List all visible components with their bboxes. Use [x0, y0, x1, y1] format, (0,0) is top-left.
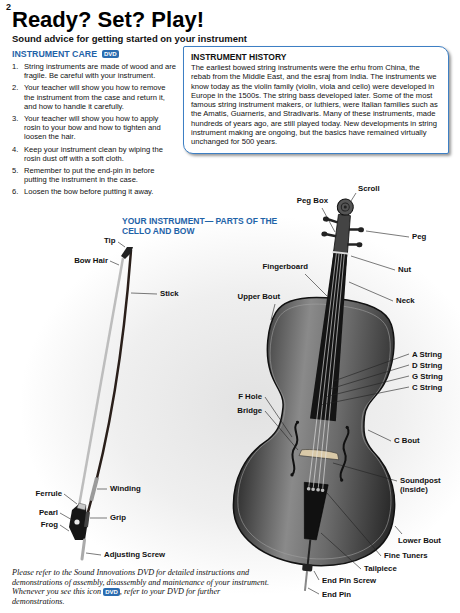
part-label: Peg — [412, 232, 426, 241]
string-label: C String — [412, 383, 442, 392]
part-label: Nut — [398, 265, 411, 274]
part-label: Bridge — [237, 406, 262, 415]
part-label: C Bout — [394, 436, 420, 445]
list-item: Your teacher will show you how to remove… — [24, 83, 176, 111]
part-label: Tailpiece — [364, 564, 397, 573]
bow-part-label: Grip — [110, 513, 126, 522]
bow-drawing — [69, 247, 133, 559]
string-label: D String — [412, 361, 442, 370]
dvd-icon: DVD — [102, 50, 119, 58]
part-label: F Hole — [238, 392, 262, 401]
list-number: 1. — [12, 62, 24, 80]
part-label: Scroll — [358, 184, 380, 193]
page-number: 2 — [6, 3, 11, 12]
bow-part-label: Stick — [160, 289, 179, 298]
list-number: 4. — [12, 145, 24, 163]
list-item: Loosen the bow before putting it away. — [24, 187, 176, 196]
section-heading: YOUR INSTRUMENT— PARTS OF THE CELLO AND … — [122, 216, 290, 236]
list-number: 3. — [12, 114, 24, 142]
part-label: Fine Tuners — [384, 551, 428, 560]
part-label: Fingerboard — [263, 262, 308, 271]
list-row: 5.Remember to put the end-pin in before … — [12, 166, 176, 184]
list-item: String instruments are made of wood and … — [24, 62, 176, 80]
string-label: A String — [412, 350, 442, 359]
box-body: The earliest bowed string instruments we… — [191, 63, 441, 147]
part-label: Lower Bout — [398, 536, 441, 545]
list-number: 2. — [12, 83, 24, 111]
info-box: INSTRUMENT HISTORYThe earliest bowed str… — [183, 46, 449, 154]
list-row: 1.String instruments are made of wood an… — [12, 62, 176, 80]
part-label: Neck — [396, 296, 415, 305]
part-label: End Pin — [322, 590, 351, 599]
part-label: Soundpost (inside) — [400, 476, 452, 494]
bow-part-label: Adjusting Screw — [104, 550, 165, 559]
list-row: 6.Loosen the bow before putting it away. — [12, 187, 176, 196]
list-item: Keep your instrument clean by wiping the… — [24, 145, 176, 163]
bow-part-label: Frog — [41, 520, 58, 529]
page-title: Ready? Set? Play! — [12, 7, 204, 32]
list-row: 2.Your teacher will show you how to remo… — [12, 83, 176, 111]
part-label: End Pin Screw — [322, 576, 376, 585]
list-row: 4.Keep your instrument clean by wiping t… — [12, 145, 176, 163]
bow-part-label: Pearl — [39, 508, 58, 517]
list-number: 5. — [12, 166, 24, 184]
list-item: Your teacher will show you how to apply … — [24, 114, 176, 142]
leader-lines — [60, 193, 409, 594]
background-wash — [20, 215, 460, 595]
list-row: 3.Your teacher will show you how to appl… — [12, 114, 176, 142]
list-item: Remember to put the end-pin in before pu… — [24, 166, 176, 184]
part-label: Upper Bout — [238, 292, 280, 301]
string-label: G String — [412, 372, 443, 381]
bow-part-label: Tip — [104, 236, 116, 245]
bow-part-label: Bow Hair — [74, 256, 108, 265]
bow-part-label: Winding — [110, 484, 141, 493]
subtitle: Sound advice for getting started on your… — [12, 33, 247, 44]
list-number: 6. — [12, 187, 24, 196]
cello-drawing — [225, 191, 427, 600]
section-heading: INSTRUMENT CARE — [12, 49, 97, 59]
part-label: Peg Box — [297, 196, 328, 205]
dvd-icon: DVD — [103, 588, 120, 596]
bow-part-label: Ferrule — [36, 489, 62, 498]
footnote: Please refer to the Sound Innovations DV… — [12, 568, 274, 606]
care-list: 1.String instruments are made of wood an… — [12, 62, 176, 200]
box-heading: INSTRUMENT HISTORY — [191, 52, 441, 63]
